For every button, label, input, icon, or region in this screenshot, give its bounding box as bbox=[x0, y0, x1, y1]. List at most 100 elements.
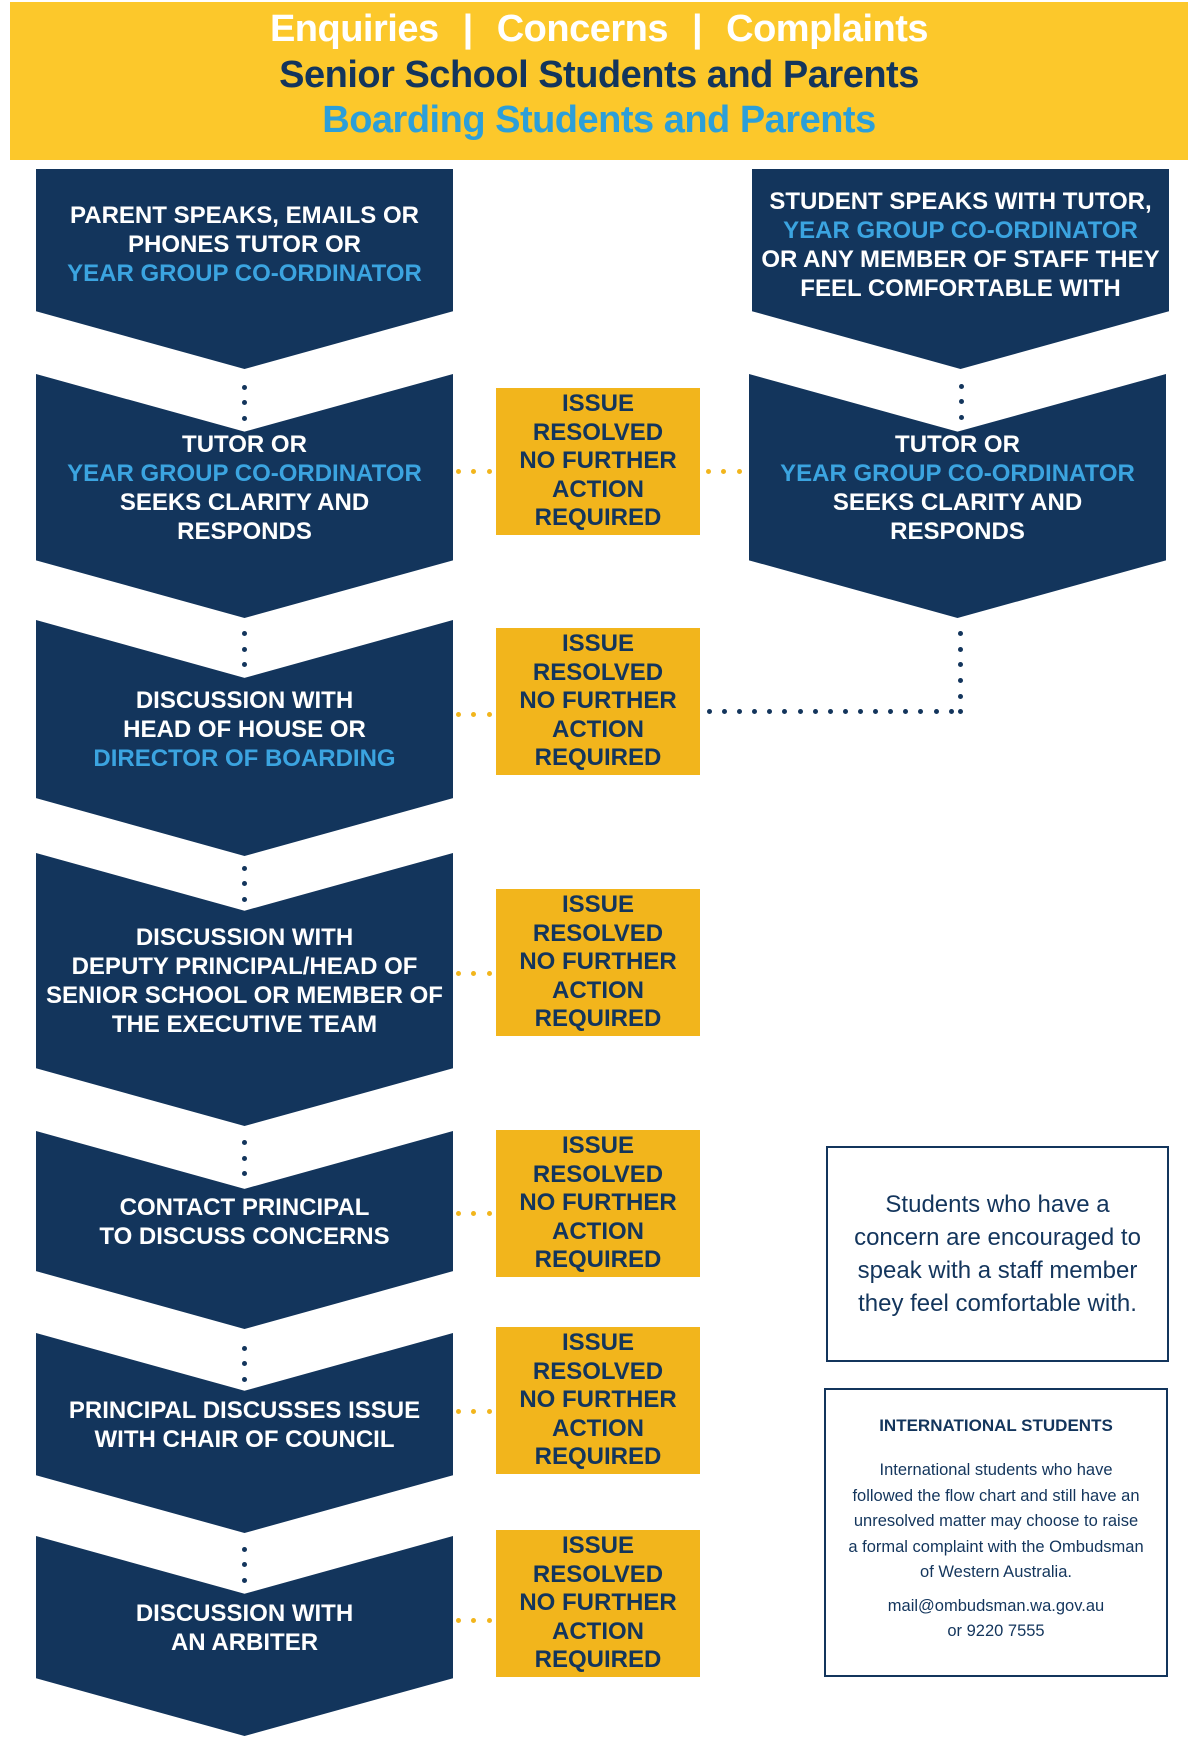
issue-resolved-line: ACTION bbox=[552, 475, 644, 503]
connector-dot bbox=[456, 971, 461, 976]
connector-dot bbox=[487, 1409, 492, 1414]
step-text-line: RESPONDS bbox=[177, 517, 312, 545]
international-students-box: INTERNATIONAL STUDENTS International stu… bbox=[824, 1388, 1168, 1677]
connector-dot bbox=[782, 709, 787, 714]
international-contact: mail@ombudsman.wa.gov.au or 9220 7555 bbox=[826, 1594, 1166, 1644]
connector-dot bbox=[242, 1346, 247, 1351]
connector-dot bbox=[752, 709, 757, 714]
connector-dot bbox=[242, 631, 247, 636]
step-text-line: PRINCIPAL DISCUSSES ISSUE bbox=[68, 1396, 421, 1424]
connector-dot bbox=[843, 709, 848, 714]
step-text-line: YEAR GROUP CO-ORDINATOR bbox=[67, 459, 422, 487]
connector-dot bbox=[487, 1618, 492, 1623]
header-separator: | bbox=[692, 8, 703, 50]
connector-dot bbox=[242, 1171, 247, 1176]
connector-dot bbox=[959, 384, 964, 389]
connector-dot bbox=[949, 709, 954, 714]
issue-resolved-line: NO FURTHER bbox=[519, 1386, 677, 1414]
issue-resolved-line: NO FURTHER bbox=[519, 1589, 677, 1617]
connector-dot bbox=[798, 709, 803, 714]
step-text-line: PHONES TUTOR OR bbox=[128, 231, 361, 258]
ombudsman-email[interactable]: mail@ombudsman.wa.gov.au bbox=[887, 1596, 1105, 1615]
step-student-contact: STUDENT SPEAKS WITH TUTOR,YEAR GROUP CO-… bbox=[752, 169, 1169, 369]
encourage-line: concern are encouraged to bbox=[854, 1224, 1141, 1251]
header-audience-senior: Senior School Students and Parents bbox=[279, 54, 919, 96]
connector-dot bbox=[959, 415, 964, 420]
step-text-line: TUTOR OR bbox=[895, 430, 1020, 458]
connector-dot bbox=[242, 881, 247, 886]
step-text-line: THE EXECUTIVE TEAM bbox=[111, 1011, 378, 1038]
issue-resolved-line: REQUIRED bbox=[534, 1646, 662, 1674]
connector-dot bbox=[958, 631, 963, 636]
step-text-line: DISCUSSION WITH bbox=[135, 1599, 354, 1627]
connector-dot bbox=[456, 1618, 461, 1623]
international-line: International students who have bbox=[879, 1461, 1113, 1479]
issue-resolved-line: ISSUE RESOLVED bbox=[532, 891, 664, 947]
connector-dot bbox=[242, 400, 247, 405]
connector-dot bbox=[242, 647, 247, 652]
connector-dot bbox=[959, 399, 964, 404]
connector-dot bbox=[888, 709, 893, 714]
connector-dot bbox=[456, 1409, 461, 1414]
issue-resolved-line: ISSUE RESOLVED bbox=[532, 630, 664, 686]
connector-dot bbox=[242, 866, 247, 871]
ombudsman-phone: or 9220 7555 bbox=[947, 1621, 1045, 1640]
step-text-line: YEAR GROUP CO-ORDINATOR bbox=[783, 216, 1138, 244]
issue-resolved-line: ISSUE RESOLVED bbox=[532, 1329, 664, 1385]
step-text-line: DISCUSSION WITH bbox=[135, 924, 354, 951]
connector-dot bbox=[958, 647, 963, 652]
step-text-line: CONTACT PRINCIPAL bbox=[119, 1193, 370, 1221]
issue-resolved-line: ACTION bbox=[552, 1217, 644, 1245]
connector-dot bbox=[456, 1211, 461, 1216]
step-text-line: HEAD OF HOUSE OR bbox=[123, 716, 366, 743]
step-text-line: DEPUTY PRINCIPAL/HEAD OF bbox=[71, 953, 418, 980]
step-text-line: SEEKS CLARITY AND bbox=[119, 488, 370, 516]
connector-dot bbox=[471, 469, 476, 474]
connector-dot bbox=[471, 1409, 476, 1414]
step-text-line: TO DISCUSS CONCERNS bbox=[99, 1222, 390, 1250]
step-text-line: RESPONDS bbox=[890, 517, 1025, 545]
connector-dot bbox=[242, 1547, 247, 1552]
step-text-line: YEAR GROUP CO-ORDINATOR bbox=[67, 260, 422, 287]
issue-resolved-line: REQUIRED bbox=[534, 744, 662, 772]
connector-dot bbox=[471, 1211, 476, 1216]
issue-resolved-line: NO FURTHER bbox=[519, 1189, 677, 1217]
connector-dot bbox=[242, 1156, 247, 1161]
issue-resolved-line: REQUIRED bbox=[534, 1443, 662, 1471]
issue-resolved-line: ACTION bbox=[552, 1617, 644, 1645]
connector-dot bbox=[706, 469, 711, 474]
step-text-line: YEAR GROUP CO-ORDINATOR bbox=[780, 459, 1135, 487]
connector-dot bbox=[958, 694, 963, 699]
connector-dot bbox=[471, 712, 476, 717]
issue-resolved-line: NO FURTHER bbox=[519, 948, 677, 976]
header-audience-boarding: Boarding Students and Parents bbox=[322, 99, 876, 141]
encourage-line: Students who have a bbox=[885, 1191, 1110, 1218]
issue-resolved-line: ISSUE RESOLVED bbox=[532, 1132, 664, 1188]
connector-dot bbox=[242, 416, 247, 421]
step-text-line: AN ARBITER bbox=[170, 1628, 319, 1656]
connector-dot bbox=[471, 971, 476, 976]
header-complaints: Complaints bbox=[726, 8, 929, 50]
encourage-line: they feel comfortable with. bbox=[858, 1290, 1137, 1317]
step-text-line: OR ANY MEMBER OF STAFF THEY bbox=[761, 245, 1160, 273]
issue-resolved-line: REQUIRED bbox=[534, 1005, 662, 1033]
international-line: a formal complaint with the Ombudsman bbox=[848, 1537, 1144, 1556]
connector-dot bbox=[828, 709, 833, 714]
step-text-line: DISCUSSION WITH bbox=[135, 687, 354, 714]
connector-dot bbox=[471, 1618, 476, 1623]
connector-dot bbox=[242, 1578, 247, 1583]
connector-dot bbox=[767, 709, 772, 714]
issue-resolved-line: ACTION bbox=[552, 715, 644, 743]
international-line: unresolved matter may choose to raise bbox=[853, 1512, 1139, 1530]
step-text-line: WITH CHAIR OF COUNCIL bbox=[94, 1425, 395, 1453]
connector-dot bbox=[487, 712, 492, 717]
connector-dot bbox=[456, 469, 461, 474]
step-text-line: STUDENT SPEAKS WITH TUTOR, bbox=[769, 187, 1152, 215]
